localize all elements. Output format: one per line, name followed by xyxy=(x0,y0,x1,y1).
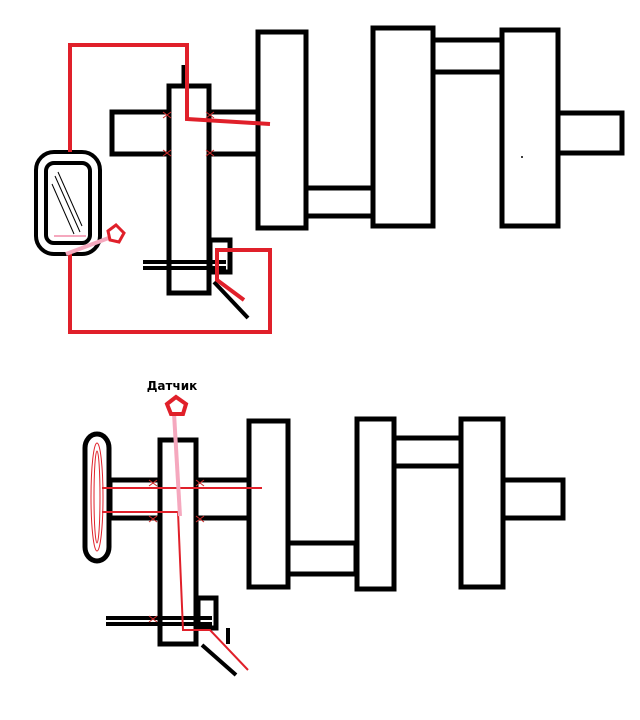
top-wire-lower xyxy=(68,248,272,334)
top-module-glass xyxy=(51,171,83,235)
bottom-crank-web-1 xyxy=(246,418,291,590)
bottom-outlet-pipe xyxy=(200,643,238,677)
top-crank-web-2 xyxy=(370,25,436,229)
bottom-crank-pin-2 xyxy=(391,435,467,469)
top-dot xyxy=(521,156,523,158)
bottom-sensor-icon xyxy=(164,394,189,416)
bottom-rear-shaft xyxy=(500,477,566,521)
bottom-bearing-marks xyxy=(148,479,205,623)
top-diagram xyxy=(34,25,625,334)
top-rear-shaft xyxy=(555,110,625,156)
bottom-crank-pin-1 xyxy=(283,540,359,577)
top-module-inner xyxy=(44,161,92,245)
top-outlet-pipe xyxy=(212,280,250,320)
bottom-pulley-ring-outer xyxy=(90,442,104,552)
bottom-housing-bracket xyxy=(195,595,219,631)
top-crank-web-3 xyxy=(499,27,561,229)
bottom-pulley xyxy=(82,431,112,564)
top-crank-web-1 xyxy=(255,29,309,231)
sensor-label: Датчик xyxy=(147,379,198,393)
bottom-crank-web-2 xyxy=(354,416,397,592)
bottom-diagram: Датчик xyxy=(82,379,566,677)
bottom-pulley-ring-inner xyxy=(93,450,101,544)
bottom-wire-lower xyxy=(102,511,249,671)
bottom-sensor-lead xyxy=(172,412,182,517)
top-sensor-lead xyxy=(65,234,115,256)
top-crank-pin-1 xyxy=(302,185,378,219)
bottom-crank-web-3 xyxy=(458,416,506,590)
top-sensor-icon xyxy=(106,223,126,244)
top-wire-upper xyxy=(68,43,271,152)
top-bearing-marks xyxy=(162,111,215,157)
top-crank-pin-2 xyxy=(427,37,508,75)
